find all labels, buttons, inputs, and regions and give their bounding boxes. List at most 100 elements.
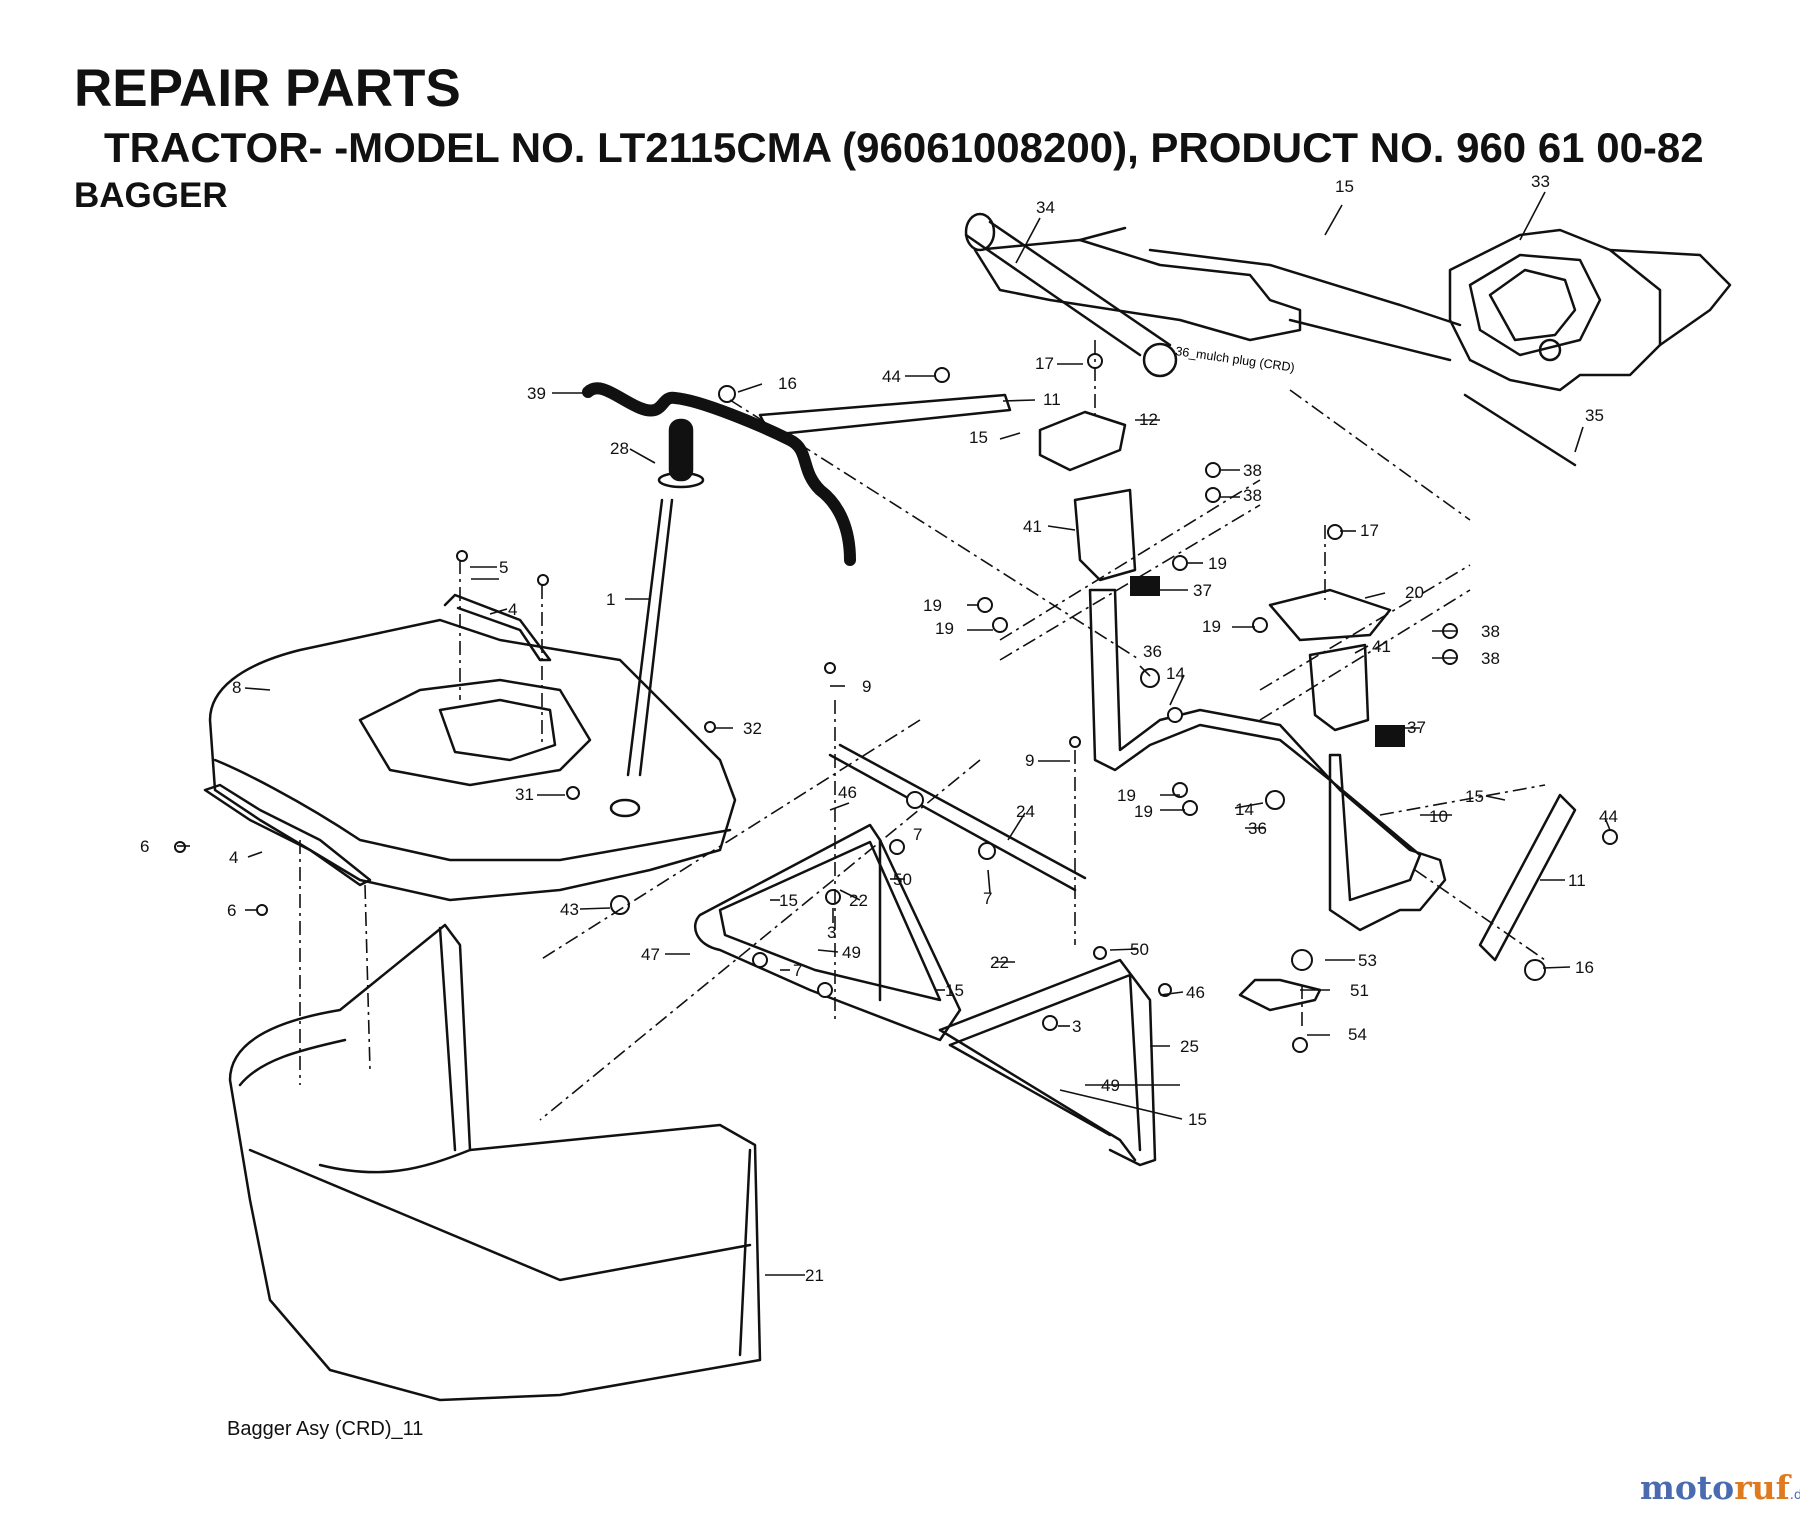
callout-33: 33 bbox=[1531, 172, 1550, 191]
part-33-chute bbox=[1448, 228, 1732, 392]
callout-3: 3 bbox=[1072, 1017, 1081, 1036]
callout-12: 12 bbox=[1139, 410, 1158, 429]
callout-4: 4 bbox=[508, 600, 517, 619]
watermark-part1: moto bbox=[1640, 1468, 1735, 1507]
callout-15: 15 bbox=[1335, 177, 1354, 196]
mulch-plug-label: 36_mulch plug (CRD) bbox=[1175, 344, 1296, 375]
callout-44: 44 bbox=[1599, 807, 1618, 826]
callout-24: 24 bbox=[1016, 802, 1035, 821]
callout-15: 15 bbox=[1188, 1110, 1207, 1129]
callout-50: 50 bbox=[1130, 940, 1149, 959]
callout-numbers: 34 15 33 39 16 44 11 17 12 15 35 28 38 3… bbox=[140, 172, 1618, 1285]
callout-16: 16 bbox=[778, 374, 797, 393]
callout-41: 41 bbox=[1023, 517, 1042, 536]
callout-36: 36 bbox=[1248, 819, 1267, 838]
part-41-block-a bbox=[1073, 488, 1137, 582]
callout-20: 20 bbox=[1405, 583, 1424, 602]
model-subtitle: TRACTOR- -MODEL NO. LT2115CMA (960610082… bbox=[104, 124, 1704, 171]
callout-44: 44 bbox=[882, 367, 901, 386]
callout-54: 54 bbox=[1348, 1025, 1367, 1044]
watermark-part2: ruf bbox=[1734, 1468, 1790, 1507]
callout-7: 7 bbox=[793, 961, 802, 980]
callout-19: 19 bbox=[935, 619, 954, 638]
callout-37: 37 bbox=[1407, 718, 1426, 737]
page-title: REPAIR PARTS bbox=[74, 59, 461, 118]
callout-38: 38 bbox=[1481, 649, 1500, 668]
part-4-handle-top bbox=[443, 593, 552, 662]
callout-14: 14 bbox=[1235, 800, 1254, 819]
callout-7: 7 bbox=[913, 825, 922, 844]
callout-39: 39 bbox=[527, 384, 546, 403]
part-37-pad-b bbox=[1375, 725, 1405, 747]
callout-19: 19 bbox=[1117, 786, 1136, 805]
callout-5: 5 bbox=[499, 558, 508, 577]
callout-49: 49 bbox=[842, 943, 861, 962]
callout-53: 53 bbox=[1358, 951, 1377, 970]
callout-22: 22 bbox=[849, 891, 868, 910]
callout-16: 16 bbox=[1575, 958, 1594, 977]
part-20-plate bbox=[1268, 588, 1392, 642]
callout-3: 3 bbox=[827, 923, 836, 942]
callout-19: 19 bbox=[923, 596, 942, 615]
callout-6: 6 bbox=[140, 837, 149, 856]
callout-31: 31 bbox=[515, 785, 534, 804]
callout-7: 7 bbox=[983, 889, 992, 908]
callout-43: 43 bbox=[560, 900, 579, 919]
part-39-handle-bar bbox=[582, 382, 856, 566]
callout-14: 14 bbox=[1166, 664, 1185, 683]
callout-11: 11 bbox=[1568, 871, 1586, 890]
callout-17: 17 bbox=[1035, 354, 1054, 373]
callout-15: 15 bbox=[1465, 787, 1484, 806]
callout-15: 15 bbox=[945, 981, 964, 1000]
callout-9: 9 bbox=[1025, 751, 1034, 770]
part-8-bagger-lid bbox=[208, 618, 737, 902]
callout-50: 50 bbox=[893, 870, 912, 889]
callout-8: 8 bbox=[232, 678, 241, 697]
callout-35: 35 bbox=[1585, 406, 1604, 425]
part-10-bracket bbox=[1088, 588, 1447, 932]
callout-46: 46 bbox=[1186, 983, 1205, 1002]
part-21-bag bbox=[228, 923, 762, 1402]
callout-4: 4 bbox=[229, 848, 238, 867]
callout-9: 9 bbox=[862, 677, 871, 696]
callout-19: 19 bbox=[1134, 802, 1153, 821]
part-11-strap-right bbox=[1478, 793, 1577, 962]
callout-47: 47 bbox=[641, 945, 660, 964]
callout-36: 36 bbox=[1143, 642, 1162, 661]
diagram-caption: Bagger Asy (CRD)_11 bbox=[227, 1418, 424, 1440]
part-11-strap-top bbox=[758, 393, 1012, 437]
part-12-plate bbox=[1038, 410, 1127, 472]
callout-49: 49 bbox=[1101, 1076, 1120, 1095]
part-4-handle-side bbox=[203, 783, 372, 887]
callout-38: 38 bbox=[1243, 461, 1262, 480]
section-heading: BAGGER bbox=[74, 176, 228, 215]
callout-38: 38 bbox=[1243, 486, 1262, 505]
hardware bbox=[174, 353, 1618, 1053]
callout-15: 15 bbox=[969, 428, 988, 447]
callout-11: 11 bbox=[1043, 390, 1061, 409]
part-37-pad-a bbox=[1130, 576, 1160, 596]
callout-46: 46 bbox=[838, 783, 857, 802]
callout-19: 19 bbox=[1202, 617, 1221, 636]
callout-41: 41 bbox=[1372, 637, 1391, 656]
callout-25: 25 bbox=[1180, 1037, 1199, 1056]
part-1-tube bbox=[626, 498, 674, 777]
part-34-tube-mount bbox=[964, 212, 1462, 378]
dashed-leaders bbox=[299, 340, 1546, 1121]
callout-19: 19 bbox=[1208, 554, 1227, 573]
callout-38: 38 bbox=[1481, 622, 1500, 641]
part-47-frame bbox=[694, 823, 962, 1042]
part-28-grip bbox=[668, 418, 694, 482]
callout-32: 32 bbox=[743, 719, 762, 738]
callout-6: 6 bbox=[227, 901, 236, 920]
callout-28: 28 bbox=[610, 439, 629, 458]
callout-10: 10 bbox=[1429, 807, 1448, 826]
watermark-logo[interactable]: motoruf.de bbox=[1640, 1468, 1800, 1507]
callout-34: 34 bbox=[1036, 198, 1055, 217]
watermark-part3: .de bbox=[1789, 1488, 1800, 1503]
callout-21: 21 bbox=[805, 1266, 824, 1285]
callout-22: 22 bbox=[990, 953, 1009, 972]
callout-51: 51 bbox=[1350, 981, 1369, 1000]
callout-17: 17 bbox=[1360, 521, 1379, 540]
